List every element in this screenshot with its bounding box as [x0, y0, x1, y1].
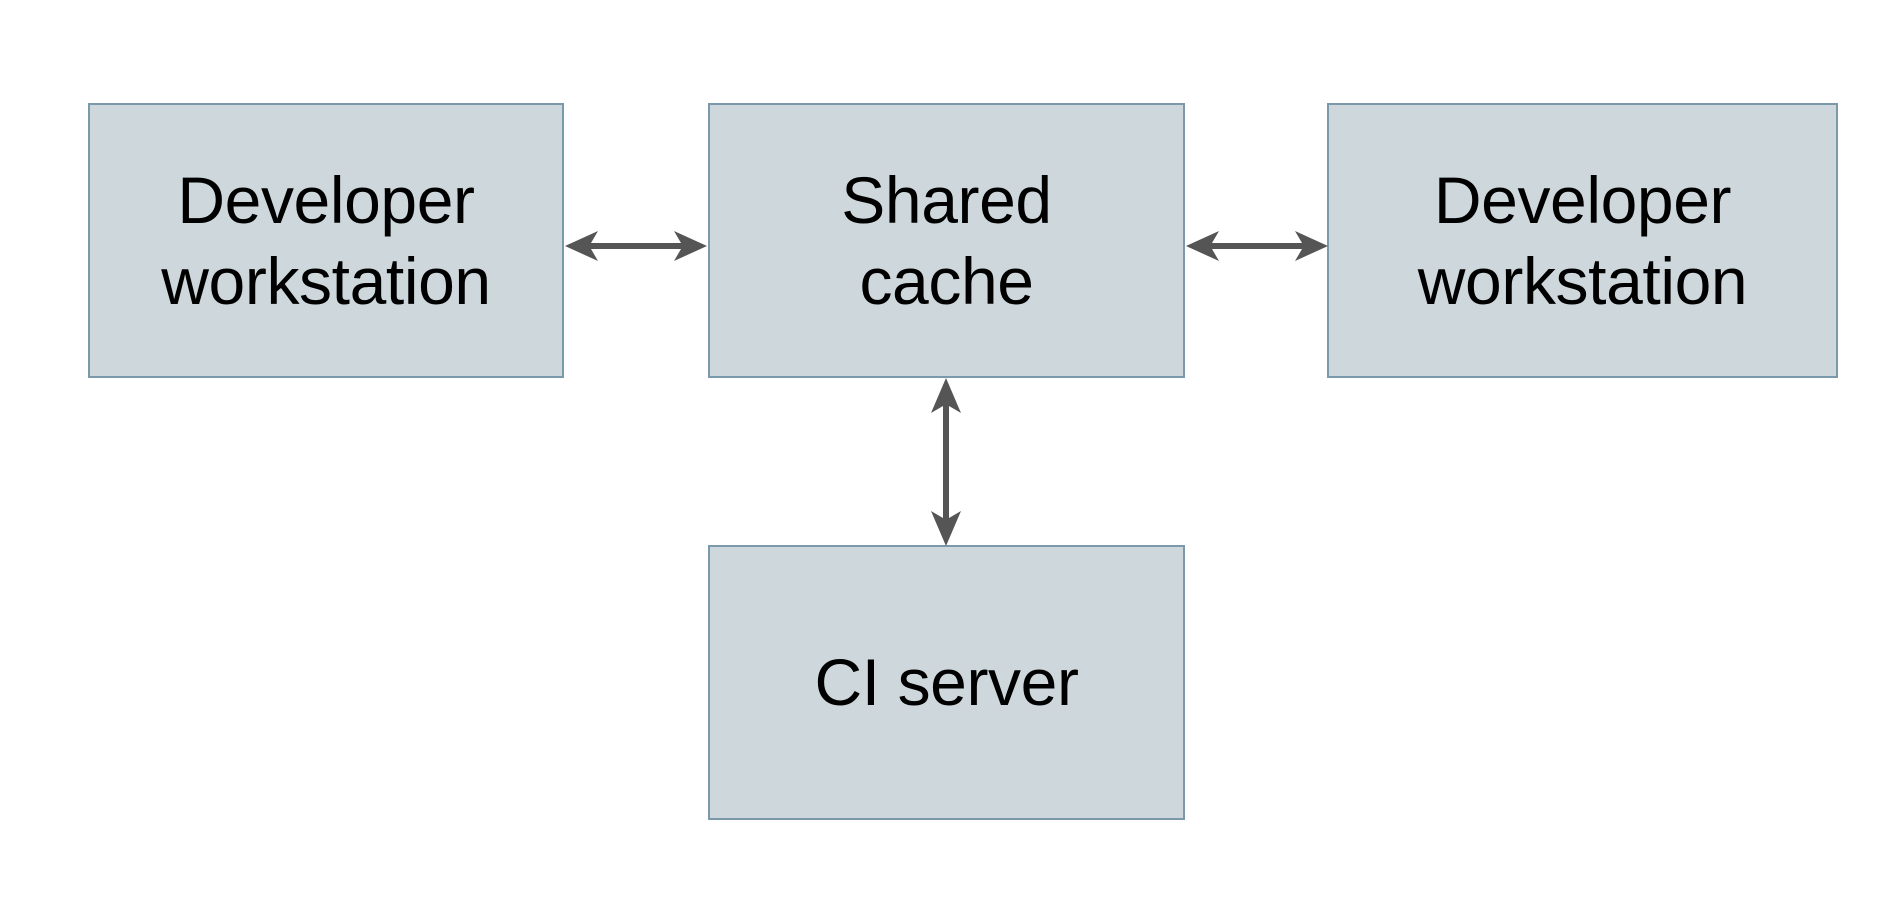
edge-shared-cache-to-ci-server-arrow: [931, 378, 961, 546]
node-label-developer-workstation-left: Developer workstation: [161, 162, 491, 318]
node-developer-workstation-right[interactable]: Developer workstation: [1327, 103, 1838, 378]
node-label-shared-cache: Shared cache: [841, 162, 1052, 318]
node-label-developer-workstation-right: Developer workstation: [1417, 162, 1748, 318]
node-developer-workstation-left[interactable]: Developer workstation: [88, 103, 564, 378]
double-arrow-shape: [1186, 231, 1328, 261]
node-shared-cache[interactable]: Shared cache: [708, 103, 1185, 378]
node-ci-server[interactable]: CI server: [708, 545, 1185, 820]
edge-shared-cache-to-right-arrow: [1186, 231, 1328, 261]
node-label-ci-server: CI server: [814, 645, 1079, 720]
double-arrow-shape: [931, 378, 961, 546]
edge-left-to-shared-cache-arrow: [565, 231, 707, 261]
double-arrow-shape: [565, 231, 707, 261]
